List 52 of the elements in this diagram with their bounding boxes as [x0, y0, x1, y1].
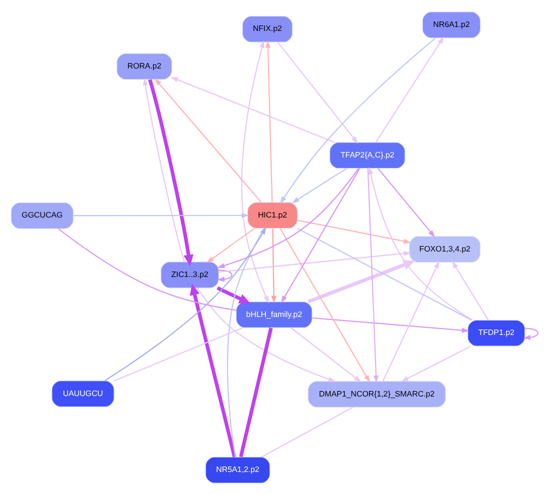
- node-box: RORA.p2: [116, 53, 172, 80]
- arrow: [375, 36, 444, 142]
- node-box: FOXO1,3,4.p2: [409, 236, 481, 263]
- arrow: [217, 168, 359, 268]
- arrow: [378, 168, 436, 238]
- arrow: [400, 346, 471, 382]
- arrow: [367, 168, 379, 383]
- arrow: [154, 78, 262, 203]
- arrow: [217, 270, 232, 282]
- connector: [261, 406, 354, 458]
- arrow: [280, 228, 370, 383]
- arrow: [104, 227, 266, 382]
- node-box: GGCUCAG: [10, 202, 74, 230]
- arrow: [523, 328, 538, 340]
- node-box: NFIX.p2: [242, 16, 293, 43]
- arrow: [290, 327, 362, 382]
- arrow: [197, 288, 336, 382]
- node-box: bHLH_family.p2: [236, 301, 312, 328]
- connector: [239, 328, 273, 458]
- node-box: ZIC1..3.p2: [160, 262, 220, 288]
- arrow: [452, 261, 489, 320]
- arrow: [206, 228, 255, 263]
- arrow: [292, 168, 347, 204]
- connector: [114, 327, 243, 382]
- arrow: [190, 284, 236, 458]
- arrow: [382, 260, 440, 382]
- arrow: [142, 78, 185, 262]
- node-box: DMAP1_NCOR{1,2}_SMARC.p2: [308, 380, 446, 408]
- arrow: [297, 220, 411, 244]
- node-box: NR5A1,2.p2: [205, 456, 270, 484]
- node-box: TFDP1.p2: [467, 320, 526, 346]
- arrow: [265, 40, 273, 202]
- arrow: [241, 40, 269, 304]
- arrow: [312, 317, 470, 333]
- arrow: [218, 250, 412, 273]
- arrow: [280, 38, 436, 204]
- arrow: [368, 166, 473, 320]
- arrow: [271, 228, 276, 304]
- arrow: [73, 212, 250, 218]
- node-box: NR6A1.p2: [422, 12, 481, 38]
- connector: [297, 228, 472, 321]
- node-box: TFAP2{A,C}.p2: [329, 142, 406, 169]
- arrow: [170, 76, 335, 143]
- node-box: UAUUGCU: [52, 380, 114, 408]
- node-box: HIC1.p2: [247, 202, 298, 229]
- connector: [226, 228, 265, 458]
- arrow: [216, 286, 251, 304]
- connector: [58, 228, 236, 311]
- arrow: [308, 260, 415, 304]
- arrow: [277, 42, 358, 144]
- arrow: [280, 168, 360, 304]
- arrow: [148, 79, 194, 266]
